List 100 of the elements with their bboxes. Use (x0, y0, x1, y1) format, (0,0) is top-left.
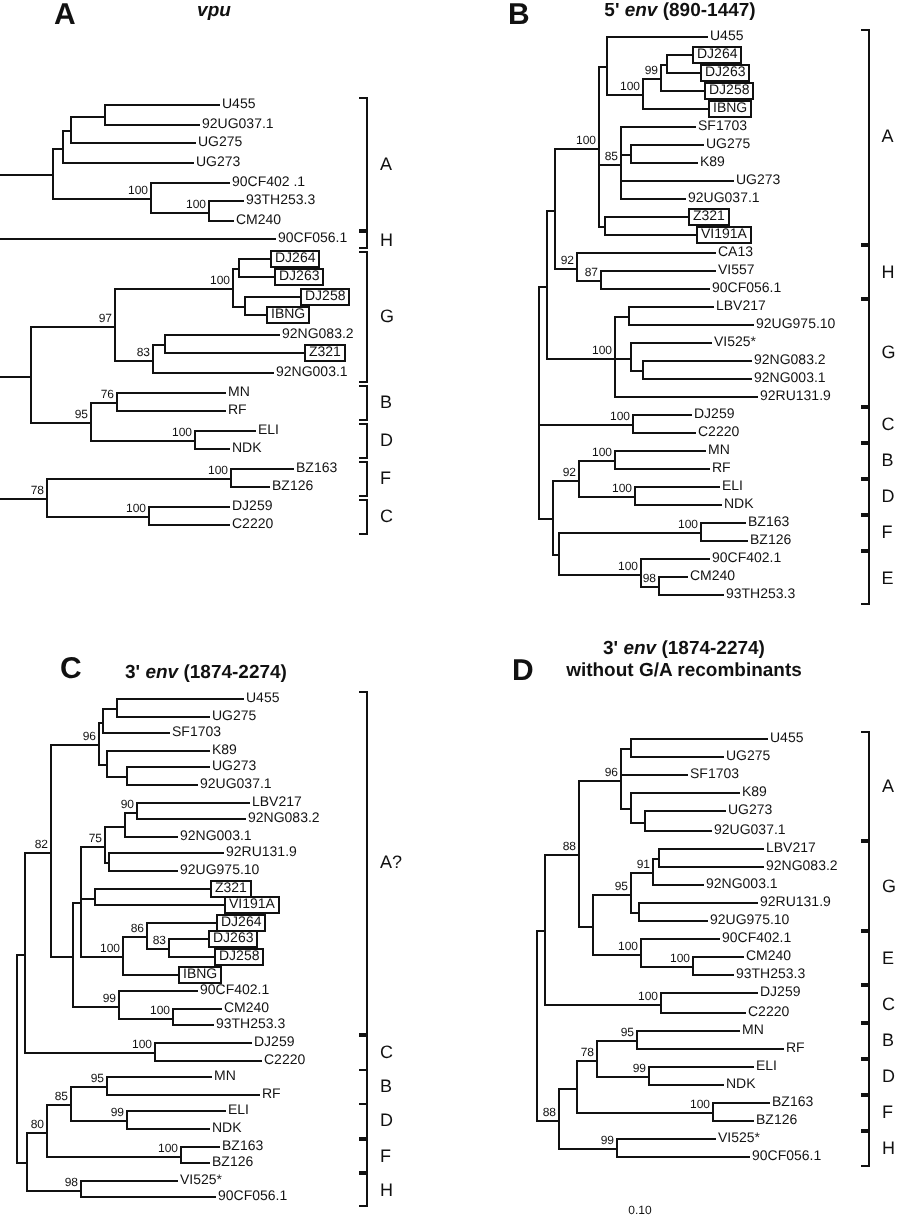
branch-line (630, 792, 741, 810)
clade-letter: G (881, 344, 896, 362)
branch-line (122, 956, 179, 976)
branch-line (194, 440, 231, 450)
branch-line (640, 558, 711, 576)
branch-line (0, 376, 32, 378)
branch-line (630, 808, 646, 824)
branch-line (642, 370, 753, 380)
branch-line (0, 238, 277, 240)
branch-line (642, 78, 662, 96)
branch-line (576, 1060, 598, 1090)
branch-line (238, 258, 271, 270)
clade-letter: H (881, 263, 895, 281)
clade-letter: A (882, 777, 895, 795)
clade-letter: F (380, 470, 391, 488)
branch-line (98, 722, 104, 746)
branch-line (46, 498, 150, 518)
branch-line (0, 174, 54, 176)
branch-line (630, 144, 705, 156)
clade-letter: D (380, 432, 393, 450)
branch-line (168, 948, 215, 958)
branch-line (164, 344, 305, 354)
branch-line (536, 930, 546, 1028)
clade-letter: B (881, 452, 894, 470)
branch-line (108, 852, 225, 864)
branch-line (146, 922, 217, 938)
clade-letter: E (882, 949, 895, 967)
branch-line (154, 1042, 253, 1054)
panel-title: 3' env (1874-2274) (125, 664, 287, 684)
branch-line (592, 894, 632, 928)
branch-line (658, 576, 689, 588)
branch-line (26, 1132, 48, 1164)
branch-line (558, 532, 702, 556)
panel-letter: A (54, 0, 76, 30)
branch-line (666, 54, 693, 66)
branch-line (90, 402, 118, 424)
branch-line (558, 1120, 618, 1150)
clade-letter: A (881, 128, 894, 146)
branch-line (700, 532, 749, 542)
branch-line (658, 858, 765, 868)
panel-title: 5' env (890-1447) (604, 2, 756, 22)
branch-line (104, 846, 110, 864)
clade-letter: D (380, 1112, 393, 1130)
branch-line (244, 296, 301, 308)
branch-line (172, 1008, 223, 1020)
branch-line (666, 64, 701, 74)
branch-line (122, 936, 148, 958)
branch-line (660, 992, 759, 1006)
branch-line (116, 698, 245, 710)
branch-line (554, 210, 578, 270)
branch-line (658, 586, 725, 596)
branch-line (538, 404, 554, 520)
branch-line (108, 862, 179, 872)
branch-line (614, 316, 630, 360)
branch-line (104, 116, 201, 126)
branch-line (660, 1004, 747, 1014)
branch-line (148, 506, 231, 518)
branch-line (604, 226, 697, 236)
branch-line (660, 64, 668, 80)
branch-line (578, 780, 622, 856)
branch-line (106, 764, 128, 778)
branch-line (640, 954, 694, 968)
branch-line (644, 810, 727, 824)
branch-line (712, 1112, 755, 1122)
branch-line (628, 306, 715, 318)
branch-line (152, 344, 166, 362)
branch-line (98, 744, 108, 766)
branch-line (172, 1018, 215, 1026)
branch-line (638, 902, 759, 914)
branch-line (150, 198, 210, 214)
panel-letter: B (508, 0, 530, 30)
branch-line (632, 424, 697, 434)
branch-line (640, 938, 721, 956)
branch-line (554, 148, 600, 212)
branch-line (576, 1088, 714, 1114)
clade-letter: C (380, 508, 393, 526)
branch-line (558, 1088, 578, 1122)
branch-line (50, 852, 74, 958)
branch-line (636, 1030, 741, 1042)
branch-line (544, 930, 662, 1006)
clade-letter: D (882, 1068, 895, 1086)
panel-letter: C (60, 654, 82, 684)
branch-line (16, 1060, 28, 1164)
clade-letter: B (380, 1078, 393, 1096)
branch-line (150, 182, 231, 200)
branch-line (16, 954, 26, 1062)
branch-line (46, 1132, 182, 1158)
branch-line (26, 1162, 82, 1192)
branch-line (70, 1086, 108, 1106)
branch-line (620, 780, 632, 810)
branch-line (104, 104, 221, 118)
branch-line (630, 748, 725, 758)
branch-line (598, 66, 608, 150)
branch-line (600, 280, 711, 290)
branch-line (630, 358, 644, 372)
branch-line (630, 738, 769, 750)
branch-line (230, 468, 295, 480)
branch-line (538, 286, 548, 406)
branch-line (692, 956, 745, 968)
branch-line (700, 522, 747, 534)
